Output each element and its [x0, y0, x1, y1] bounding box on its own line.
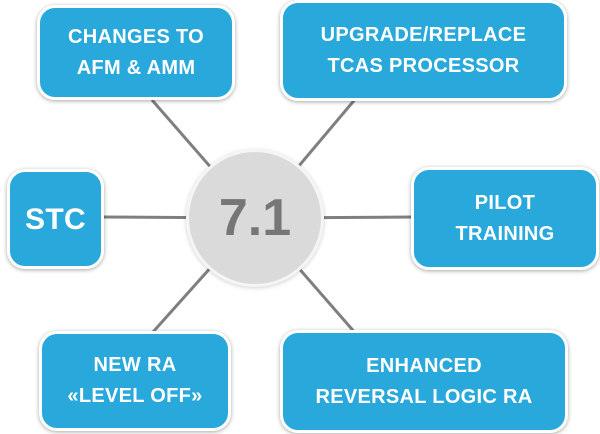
node-label-line: REVERSAL LOGIC RA: [315, 385, 533, 408]
node-label-line: ENHANCED: [366, 354, 482, 377]
node-label-line: TRAINING: [455, 222, 555, 245]
node-pilot-training: PILOT TRAINING: [411, 167, 599, 270]
node-label-line: UPGRADE/REPLACE: [320, 23, 527, 46]
node-upgrade-tcas-processor: UPGRADE/REPLACE TCAS PROCESSOR: [280, 0, 567, 101]
node-label-line: PILOT: [474, 191, 536, 214]
node-label-line: STC: [25, 202, 86, 236]
node-stc: STC: [7, 169, 104, 269]
node-enhanced-reversal-logic-ra: ENHANCED REVERSAL LOGIC RA: [280, 330, 568, 433]
node-label-line: AFM & AMM: [76, 56, 196, 79]
node-label-line: CHANGES TO: [68, 25, 204, 48]
center-node-7-1: 7.1: [186, 149, 324, 287]
node-label-line: NEW RA: [93, 354, 177, 376]
node-label-line: TCAS PROCESSOR: [327, 54, 520, 77]
node-changes-afm-amm: CHANGES TO AFM & AMM: [37, 5, 235, 100]
center-node-label: 7.1: [218, 189, 292, 247]
node-label-line: «LEVEL OFF»: [67, 385, 203, 407]
node-new-ra-level-off: NEW RA «LEVEL OFF»: [39, 331, 231, 431]
